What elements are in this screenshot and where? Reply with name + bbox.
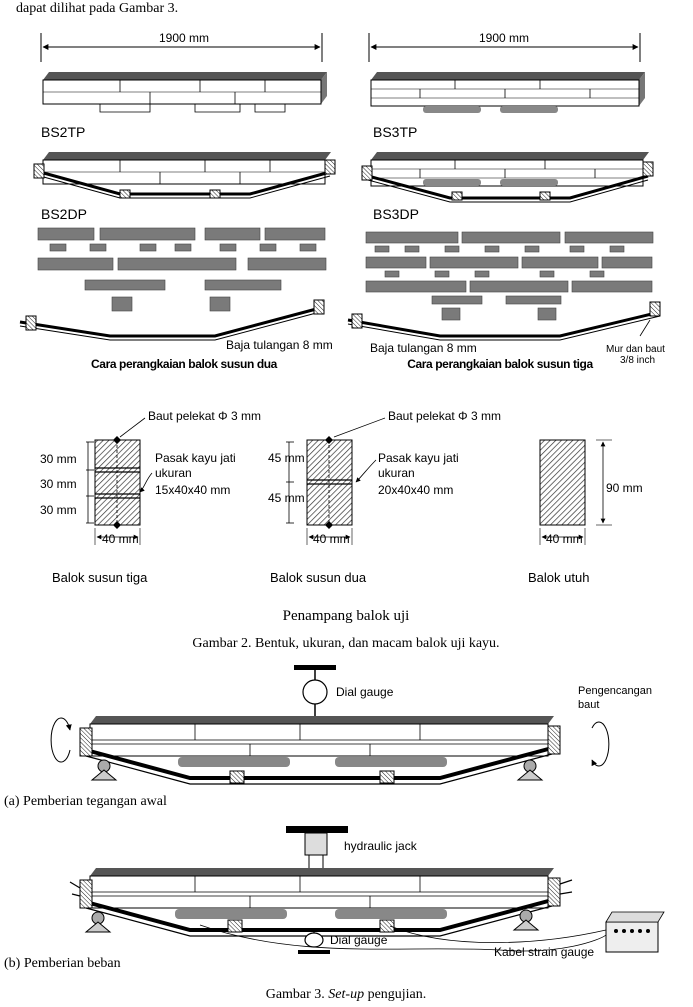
beam-bs3tp [370,72,645,113]
label-bs3tp: BS3TP [373,124,417,140]
height-45-a: 45 mm [268,451,305,465]
figure2-caption: Gambar 2. Bentuk, ukuran, dan macam balo… [192,636,499,651]
tension-label-line1: Pengencangan [578,685,652,697]
bolt-left-label: Baut pelekat Φ 3 mm [148,409,261,423]
section-name-solid: Balok utuh [528,570,589,585]
dial-gauge-top-label: Dial gauge [336,685,394,699]
dimension-left [40,33,323,62]
rebar-two [19,299,325,341]
setup-loading [69,826,665,954]
beam-bs2tp [42,72,327,113]
dimension-right-label: 1900 mm [479,31,529,45]
dimension-left-label: 1900 mm [159,31,209,45]
dowel-left-line3: 15x40x40 mm [155,483,230,497]
dowel-left-line2: ukuran [155,466,192,480]
subcaption-b: (b) Pemberian beban [4,956,121,971]
figure3-caption-prefix: Gambar 3. [266,987,329,1002]
caption-assembly-two: Cara perangkaian balok susun dua [91,357,278,371]
intro-text: dapat dilihat pada Gambar 3. [16,1,178,16]
tension-label-line2: baut [578,699,599,711]
rebar-left-label: Baja tulangan 8 mm [226,338,333,352]
figure3-caption: Gambar 3. Set-up pengujian. [266,987,427,1002]
section-two-layer [286,417,386,545]
dimension-right [368,33,641,62]
subcaption-a: (a) Pemberian tegangan awal [4,794,167,809]
label-bs2dp: BS2DP [41,206,87,222]
rebar-right-label: Baja tulangan 8 mm [370,341,477,355]
dowel-mid-line2: ukuran [378,466,415,480]
height-30-a: 30 mm [40,452,77,466]
exploded-parts-three [365,231,654,321]
beam-bs2dp [33,152,336,199]
exploded-parts-two [37,227,327,312]
width-right: 40 mm [546,532,583,546]
section-name-two: Balok susun dua [270,570,367,585]
dowel-mid-line3: 20x40x40 mm [378,483,453,497]
dowel-left-line1: Pasak kayu jati [155,451,236,465]
dial-gauge-bottom-label: Dial gauge [330,933,388,947]
height-30-b: 30 mm [40,477,77,491]
height-30-c: 30 mm [40,503,77,517]
setup-pretension [50,665,610,785]
section-three-layer [86,417,153,545]
bolt-mid-label: Baut pelekat Φ 3 mm [388,409,501,423]
height-90: 90 mm [606,481,643,495]
beam-bs3dp [361,152,654,203]
height-45-b: 45 mm [268,491,305,505]
strain-cable-label: Kabel strain gauge [494,945,594,959]
dowel-mid-line1: Pasak kayu jati [378,451,459,465]
caption-assembly-three: Cara perangkaian balok susun tiga [407,357,593,371]
nut-bolt-label-line2: 3/8 inch [620,355,655,366]
label-bs3dp: BS3DP [373,206,419,222]
rebar-three [347,301,661,341]
figure3-caption-italic: Set-up [328,987,364,1002]
section-title: Penampang balok uji [283,608,410,624]
label-bs2tp: BS2TP [41,124,85,140]
section-solid [539,439,612,545]
section-name-three: Balok susun tiga [52,570,148,585]
figure3-caption-suffix: pengujian. [364,987,426,1002]
nut-bolt-label-line1: Mur dan baut [606,344,665,355]
hydraulic-jack-label: hydraulic jack [344,839,418,853]
width-mid: 40 mm [313,532,350,546]
width-left: 40 mm [102,532,139,546]
